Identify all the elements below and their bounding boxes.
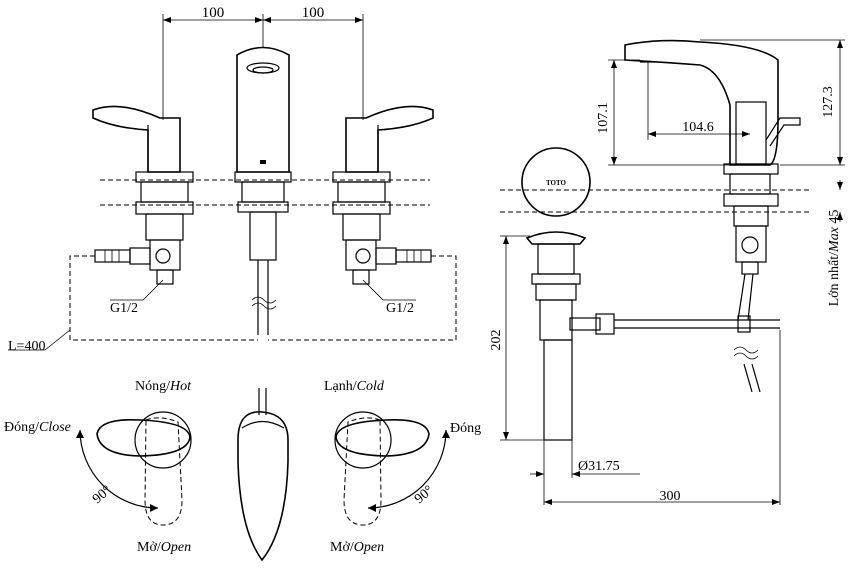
drain-cap-top: TOTO (521, 147, 591, 217)
dim-total-height-label: 127.3 (821, 86, 836, 118)
dim-right-label: 100 (302, 5, 325, 21)
side-view: TOTO (489, 39, 845, 505)
hot-label: Nóng/Hot (135, 379, 192, 394)
handle-views: Nóng/Hot Đóng/Close 90° Mở/Open Lạnh/Col… (4, 379, 481, 562)
angle-left-label: 90° (90, 483, 115, 507)
open-left-label: Mở/Open (137, 540, 191, 555)
spout-side (624, 39, 801, 393)
angle-right-label: 90° (412, 483, 437, 507)
front-view: 100 100 (8, 5, 457, 354)
drain-assembly (525, 231, 780, 441)
drain-diameter-label: Ø31.75 (578, 459, 620, 474)
thread-right-label: G1/2 (386, 301, 414, 316)
dim-spout-height-label: 107.1 (596, 102, 611, 134)
right-handle (332, 105, 434, 285)
dim-reach-label: 104.6 (682, 120, 714, 135)
dim-left-label: 100 (202, 5, 225, 21)
close-short-label: Đóng (450, 421, 481, 436)
drain-rod-length-label: 300 (660, 489, 681, 504)
left-handle (92, 105, 194, 285)
thread-left-label: G1/2 (110, 301, 138, 316)
close-label: Đóng/Close (4, 420, 71, 435)
logo-text: TOTO (546, 179, 567, 187)
left-handle-top (76, 411, 192, 526)
open-right-label: Mở/Open (330, 540, 384, 555)
cold-label: Lạnh/Cold (324, 379, 385, 394)
dim-drain-length-label: 202 (489, 330, 504, 351)
center-spout (234, 46, 292, 335)
spout-side-profile (237, 388, 289, 562)
deck-thickness-label: Lớn nhất/Max 45 (827, 210, 842, 307)
hose-length-label: L=400 (8, 339, 45, 354)
right-handle-top (334, 411, 450, 526)
